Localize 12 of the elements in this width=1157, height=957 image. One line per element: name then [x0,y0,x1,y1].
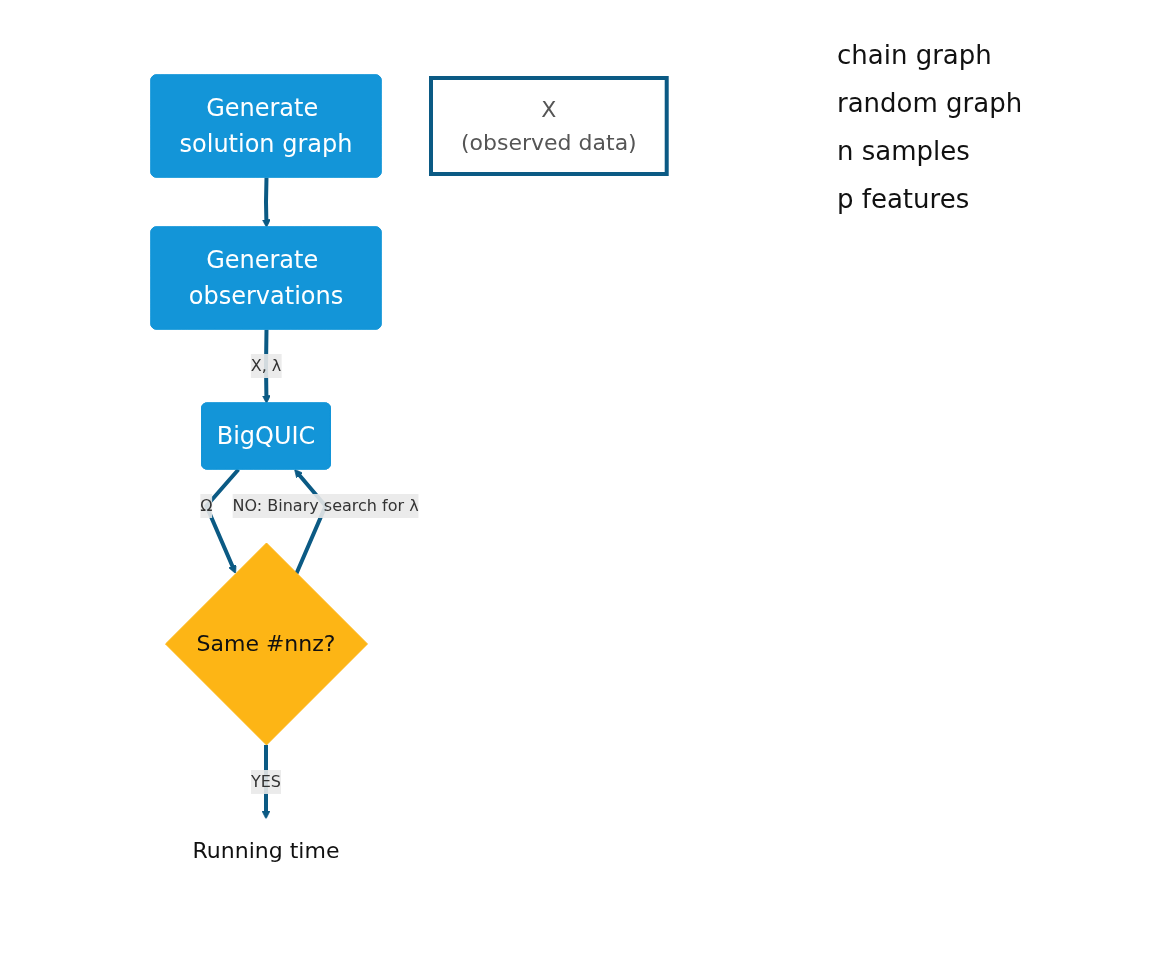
annotation-text: n samples [837,136,971,166]
edge-label: YES [250,771,281,791]
annotation-text: chain graph [837,40,993,70]
annotation-text: random graph [837,88,1024,118]
edge-label: NO: Binary search for λ [232,496,419,516]
node-diamond: Same #nnz? [164,542,368,746]
edge-label: X, λ [250,356,281,376]
arrow [261,177,271,228]
edge-label: Ω [199,496,213,516]
node-text: Running time [192,837,340,863]
node-box: X (observed data) [428,76,669,176]
annotation-text: p features [837,184,971,214]
